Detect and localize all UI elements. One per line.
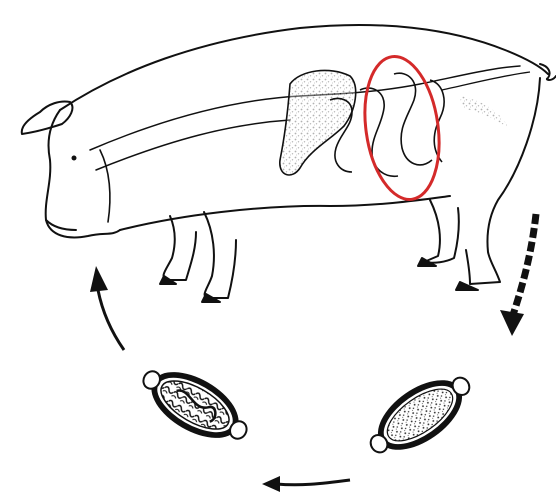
pig-front-leg-2 [204, 212, 236, 298]
pig-front-leg [164, 216, 196, 280]
flank-stipple [460, 96, 510, 130]
arrow-up [90, 266, 124, 350]
trichuris-egg-unembryonated-icon [358, 360, 483, 469]
dashed-arrow-down [500, 214, 536, 336]
pig-hind-leg [424, 200, 459, 263]
pig-eye [72, 156, 77, 161]
arrow-left [262, 476, 350, 492]
trichuris-egg-embryonated-icon [132, 353, 258, 456]
pig-tail [540, 64, 556, 80]
stomach-outline [280, 70, 356, 175]
pig-belly-outline [120, 196, 450, 230]
rectum [442, 72, 530, 90]
